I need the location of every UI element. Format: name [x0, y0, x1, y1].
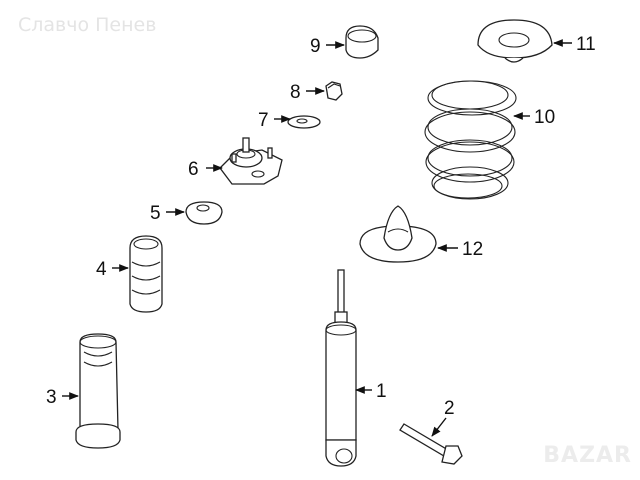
callout-5: 5: [150, 203, 161, 224]
callout-7: 7: [258, 110, 269, 131]
part-bump-cap: [345, 25, 379, 59]
callout-1: 1: [376, 381, 387, 402]
part-upper-spring-seat: [477, 19, 553, 63]
callout-9: 9: [310, 36, 321, 57]
part-coil-spring: [424, 80, 517, 200]
callout-6: 6: [188, 159, 199, 180]
callout-4: 4: [96, 259, 107, 280]
logo-watermark: BAZAR: [543, 443, 632, 468]
part-nut: [325, 81, 343, 101]
part-strut-mount: [219, 137, 283, 185]
part-bolt: [399, 423, 463, 465]
part-bump-stop: [359, 205, 437, 263]
part-dust-boot: [75, 333, 121, 449]
part-washer: [287, 115, 321, 129]
part-shock-absorber: [325, 269, 357, 467]
part-bearing-spacer: [185, 201, 223, 225]
callout-8: 8: [290, 82, 301, 103]
watermark-text: Славчо Пенев: [18, 14, 157, 36]
callout-10: 10: [534, 107, 555, 128]
callout-3: 3: [46, 387, 57, 408]
arrow-2: [431, 417, 447, 437]
callout-11: 11: [576, 34, 596, 55]
callout-12: 12: [462, 239, 483, 260]
part-jounce-bumper: [129, 235, 163, 313]
callout-2: 2: [444, 398, 455, 419]
